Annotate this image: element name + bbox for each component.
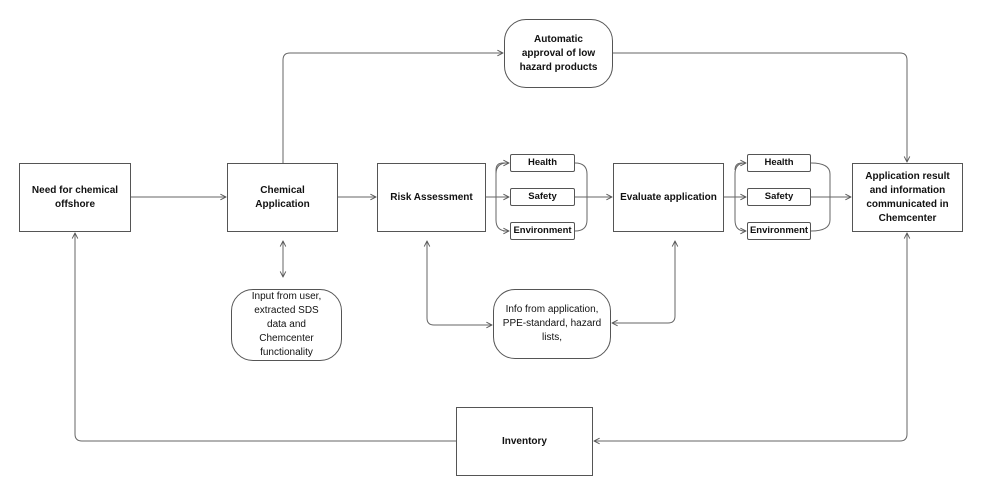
node-environment-1: Environment bbox=[510, 222, 575, 240]
arrow-auto-approval-to-result bbox=[613, 52, 907, 162]
node-safety-2: Safety bbox=[747, 188, 811, 206]
node-input-from-user: Input from user, extracted SDS data and … bbox=[231, 289, 342, 361]
arrow-result-to-inventory bbox=[594, 233, 907, 441]
node-evaluate-application: Evaluate application bbox=[613, 163, 724, 232]
node-inventory: Inventory bbox=[456, 407, 593, 476]
node-chemical-application: Chemical Application bbox=[227, 163, 338, 232]
arrow-info-to-evaluate bbox=[612, 241, 675, 323]
node-auto-approval: Automatic approval of low hazard product… bbox=[504, 19, 613, 88]
node-result: Application result and information commu… bbox=[852, 163, 963, 232]
node-info-from-application: Info from application, PPE-standard, haz… bbox=[493, 289, 611, 359]
arrow-risk-to-info bbox=[427, 241, 492, 325]
node-risk-assessment: Risk Assessment bbox=[377, 163, 486, 232]
node-safety-1: Safety bbox=[510, 188, 575, 206]
node-health-1: Health bbox=[510, 154, 575, 172]
node-health-2: Health bbox=[747, 154, 811, 172]
arrow-inventory-to-need bbox=[75, 233, 456, 442]
arrow-to-health-1 bbox=[495, 163, 509, 174]
node-environment-2: Environment bbox=[747, 222, 811, 240]
arrow-to-health-2 bbox=[734, 163, 746, 171]
node-need: Need for chemical offshore bbox=[19, 163, 131, 232]
arrow-application-to-auto-approval bbox=[282, 53, 503, 163]
